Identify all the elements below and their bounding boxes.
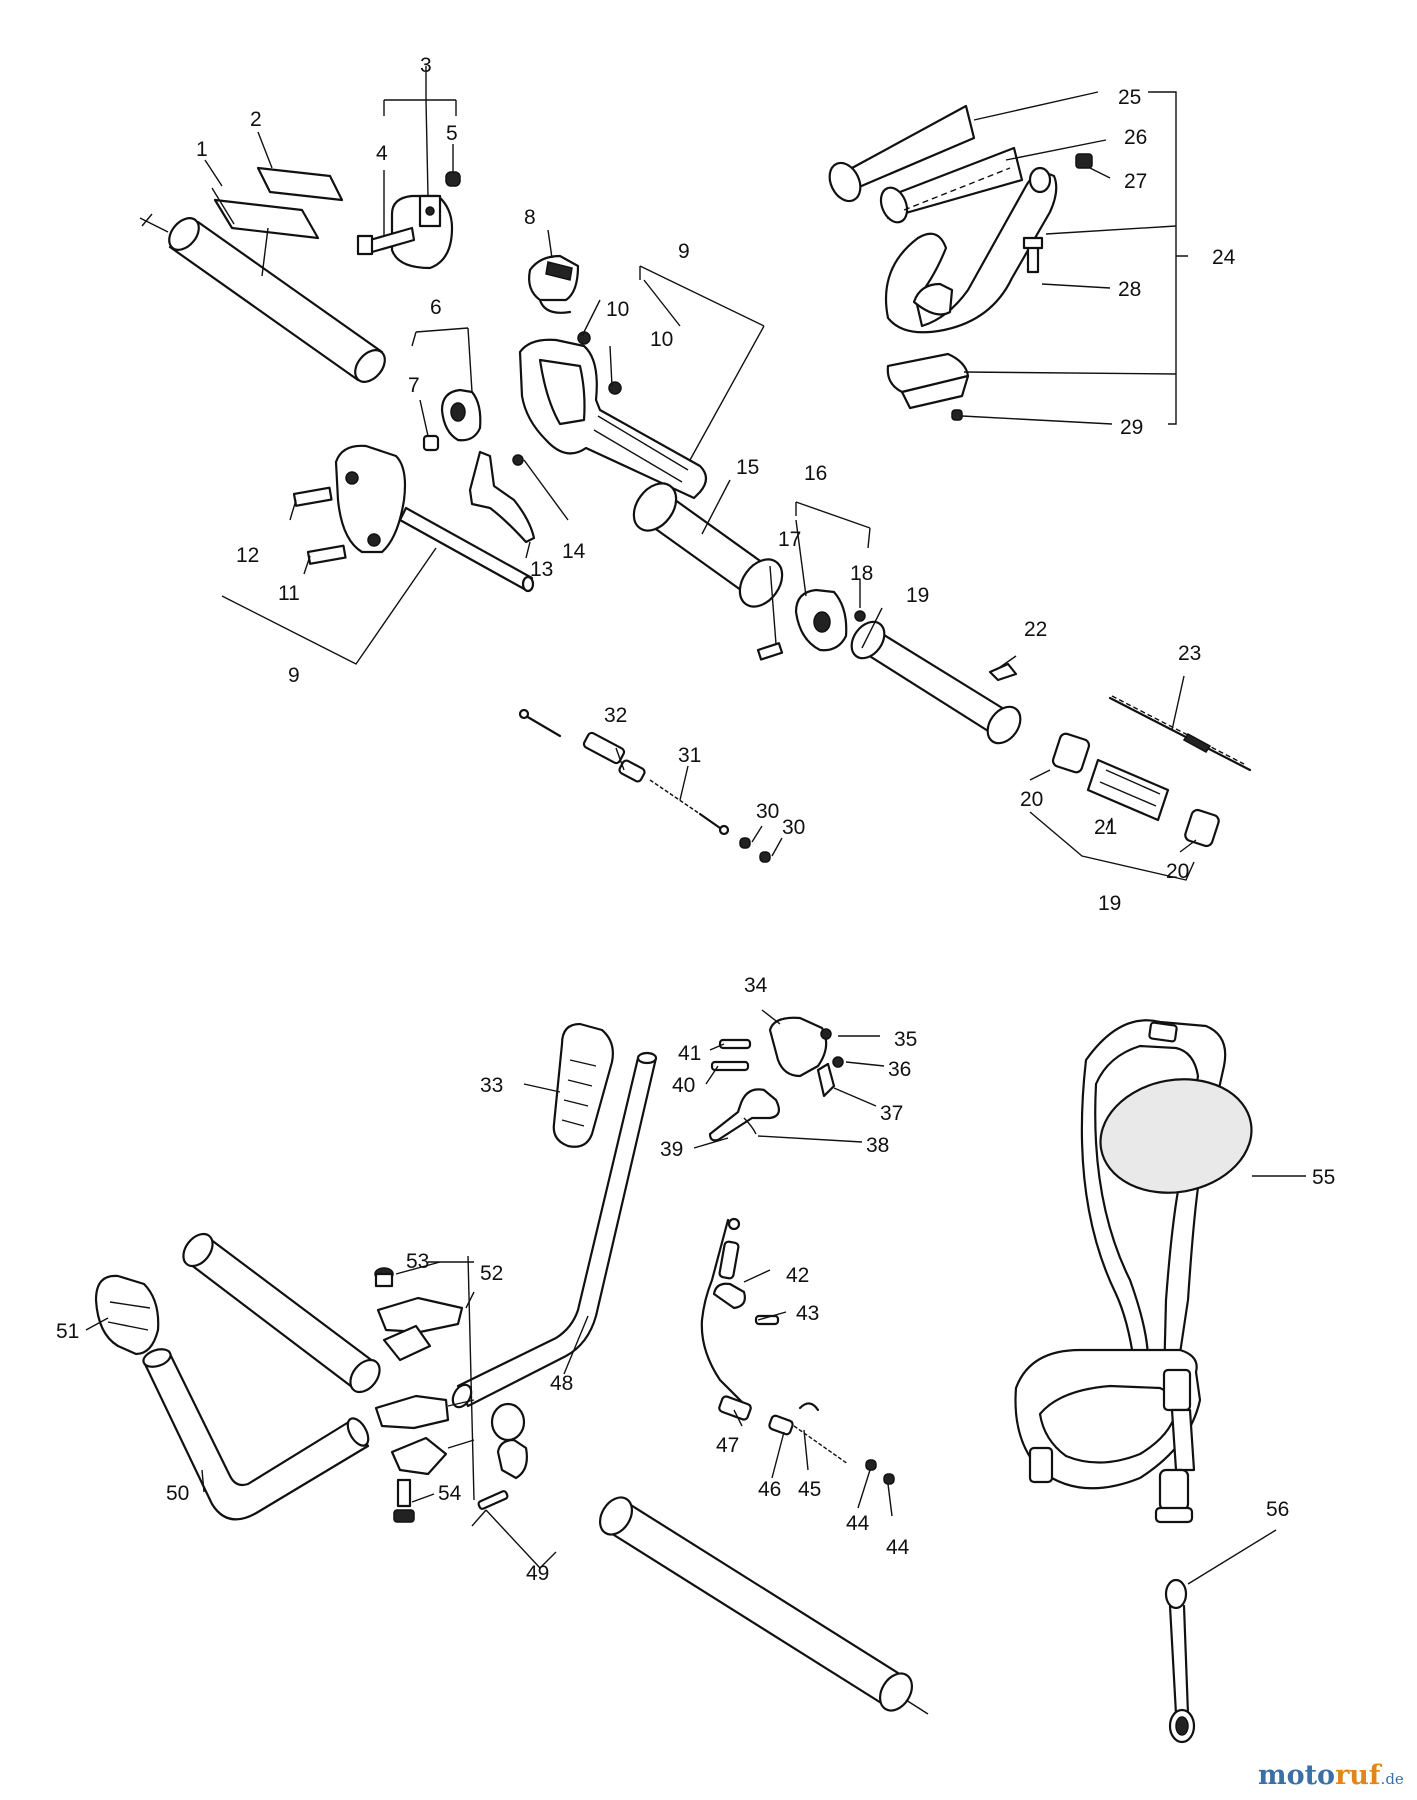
callout: 47 [716,1434,739,1457]
callout: 52 [480,1262,503,1285]
callout: 44 [846,1512,870,1535]
lower-assembly [94,1016,1253,1744]
callout: 28 [1118,278,1141,301]
callout: 26 [1124,126,1147,149]
callout: 9 [288,664,300,687]
callout: 34 [744,974,768,997]
callout: 13 [530,558,553,581]
callout: 24 [1212,246,1236,269]
lower-shaft-19 [850,620,1022,745]
clamp-52 [374,1267,464,1523]
callout: 18 [850,562,873,585]
callout: 40 [672,1074,695,1097]
callout: 43 [796,1302,819,1325]
callout: 20 [1020,788,1043,811]
callout-numbers: 1 2 3 4 5 6 7 8 9 10 10 9 11 12 13 14 15… [56,54,1335,1585]
callout: 31 [678,744,701,767]
upper-assembly [139,104,1252,863]
callout: 29 [1120,416,1143,439]
leader-lines [85,66,1306,1585]
throttle-housing-half-9 [292,444,535,593]
callout: 44 [886,1536,910,1559]
callout: 4 [376,142,388,165]
throttle-cable-42 [700,1217,895,1485]
eyelet-49 [477,1402,528,1510]
harness-55 [1014,1019,1253,1524]
callout: 12 [236,544,259,567]
callout: 19 [906,584,929,607]
callout: 38 [866,1134,889,1157]
handle-bar-50 [94,1274,370,1521]
motoruf-watermark: motoruf.de [1258,1760,1404,1791]
callout: 56 [1266,1498,1289,1521]
handle-clamp-3 [356,171,461,270]
callout: 2 [250,108,262,131]
callout: 7 [408,374,420,397]
svg-text:motoruf.de: motoruf.de [1258,1760,1404,1791]
handle-grip-33 [552,1022,614,1148]
callout: 49 [526,1562,549,1585]
callout: 11 [278,582,300,605]
grip-15 [632,482,784,608]
callout: 33 [480,1074,503,1097]
throttle-cable-31 [518,708,771,863]
callout: 5 [446,122,458,145]
callout: 21 [1094,816,1117,839]
callout: 10 [650,328,673,351]
callout: 14 [562,540,586,563]
bushing-assembly-19 [1051,732,1220,848]
callout: 30 [756,800,779,823]
lower-handle-tube [598,1496,929,1715]
callout: 36 [888,1058,911,1081]
callout: 10 [606,298,629,321]
callout: 50 [166,1482,189,1505]
handle-bar-48 [451,1051,658,1409]
callout: 42 [786,1264,809,1287]
callout: 39 [660,1138,683,1161]
callout: 9 [678,240,690,263]
callout: 6 [430,296,442,319]
callout: 35 [894,1028,917,1051]
callout: 16 [804,462,827,485]
throttle-trigger-34 [708,1016,844,1142]
drive-shaft-23 [1108,695,1252,772]
callout: 25 [1118,86,1141,109]
label-decal-2 [256,166,344,202]
callout: 51 [56,1320,79,1343]
callout: 41 [678,1042,701,1065]
cable-clip-8 [528,254,580,314]
callout: 23 [1178,642,1201,665]
throttle-lever-13 [468,450,536,544]
callout: 3 [420,54,432,77]
callout: 30 [782,816,805,839]
hook-56 [1164,1578,1196,1744]
callout: 45 [798,1478,821,1501]
callout: 1 [196,138,208,161]
watermark-brand-part1: moto [1258,1760,1335,1791]
callout: 27 [1124,170,1147,193]
callout: 53 [406,1250,429,1273]
callout: 20 [1166,860,1189,883]
handle-24 [828,104,1093,421]
watermark-domain: .de [1381,1770,1404,1788]
watermark-brand-part2: ruf [1335,1760,1383,1791]
throttle-housing-9 [518,331,708,500]
callout: 54 [438,1482,462,1505]
clamp-16 [756,588,866,661]
callout: 37 [880,1102,903,1125]
callout: 55 [1312,1166,1335,1189]
clamp-6 [422,388,482,452]
label-decal-1 [213,198,320,240]
callout: 19 [1098,892,1121,915]
callout: 22 [1024,618,1047,641]
handle-tube [182,1232,381,1394]
callout: 8 [524,206,536,229]
callout: 48 [550,1372,573,1395]
callout: 17 [778,528,801,551]
upper-shaft-tube [139,213,386,383]
callout: 32 [604,704,627,727]
callout: 15 [736,456,759,479]
callout: 46 [758,1478,781,1501]
